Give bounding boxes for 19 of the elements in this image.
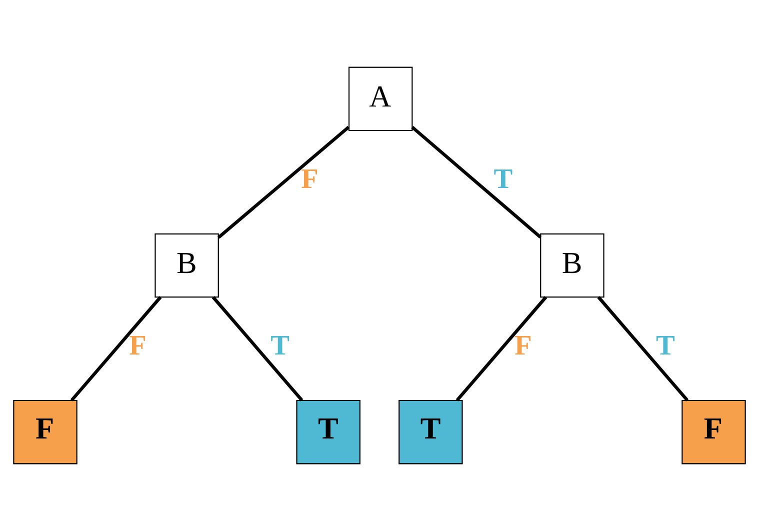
connector	[455, 296, 547, 401]
connector	[410, 125, 542, 238]
edge-label: F	[128, 330, 146, 362]
edge-label: T	[656, 330, 674, 362]
connector	[211, 296, 303, 401]
node-box: F	[681, 399, 746, 464]
connector	[70, 296, 162, 401]
node-box: T	[296, 399, 360, 464]
edge-label: F	[300, 163, 318, 194]
node-box: A	[348, 66, 412, 131]
edge-label: T	[270, 330, 290, 362]
connector	[596, 296, 688, 401]
node-box: T	[398, 399, 462, 464]
edge-label: T	[493, 163, 512, 194]
node-box: B	[154, 232, 218, 298]
node-box: B	[540, 232, 604, 298]
connector	[216, 125, 350, 238]
edge-label: F	[514, 330, 532, 362]
node-box: F	[12, 399, 77, 464]
